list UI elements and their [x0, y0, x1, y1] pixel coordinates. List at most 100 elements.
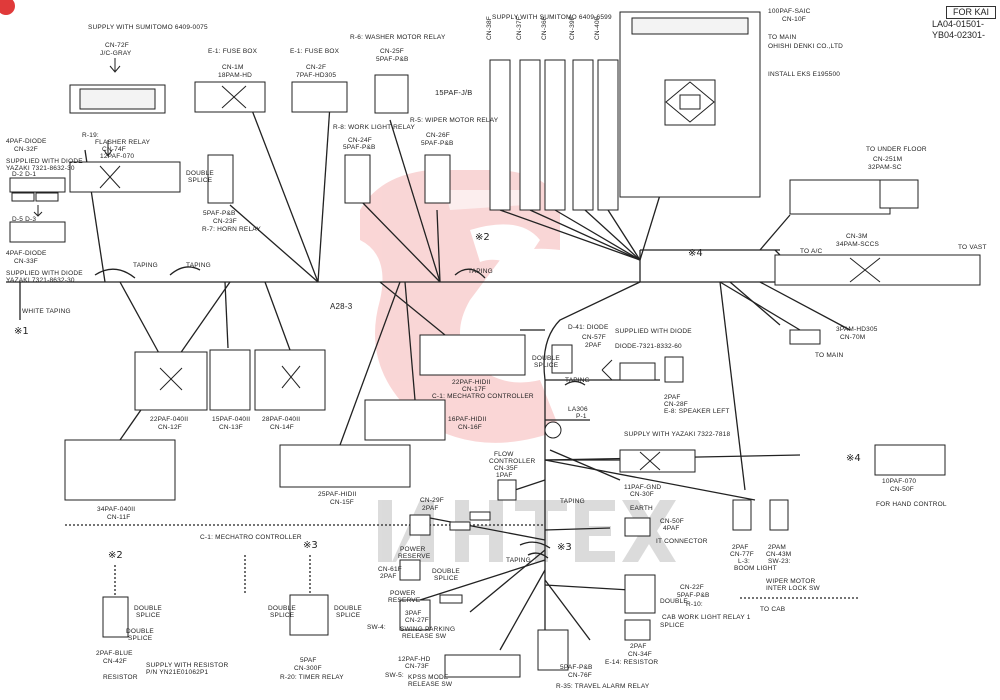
- cn2f-type: 7PAF-HD305: [296, 72, 337, 79]
- r20-timer-relay: R-20: TIMER RELAY: [280, 674, 344, 681]
- speaker-type: 2PAF: [664, 394, 681, 401]
- serial-line-2: YB04-02301-: [931, 30, 986, 40]
- cn34f-type: 2PAF: [630, 643, 647, 650]
- cn22f-id: CN-22F: [680, 584, 704, 591]
- marker-4-right: ※4: [846, 453, 861, 464]
- cn300f-id: CN-300F: [294, 665, 322, 672]
- cn29f-type: 2PAF: [422, 505, 439, 512]
- cn10f-type: 100PAF-SAIC: [768, 8, 811, 15]
- cn26f-id: CN-26F: [426, 132, 450, 139]
- cn57f-id: CN-57F: [582, 334, 606, 341]
- kpss-mode-label: KPSS MODE: [408, 674, 449, 681]
- cn72f-name: J/C-GRAY: [100, 50, 132, 57]
- l3-label: L-3:: [738, 558, 751, 565]
- cn38f-id: CN-38F: [486, 16, 493, 40]
- swing-parking-label: SWING PARKING: [400, 626, 456, 633]
- taping-label-2: TAPING: [186, 262, 211, 269]
- cn50f-hand-id: CN-50F: [890, 486, 914, 493]
- cn33f-name: 4PAF-DIODE: [6, 250, 47, 257]
- taping-label-3: TAPING: [565, 377, 590, 384]
- p1-label: P-1: [576, 413, 587, 420]
- supply-yazaki-label: SUPPLY WITH YAZAKI 7322-7818: [624, 431, 731, 438]
- cn30f-id: CN-30F: [630, 491, 654, 498]
- double-splice-1: DOUBLE: [186, 170, 214, 177]
- cn39f-id: CN-39F: [569, 16, 576, 40]
- cn33f-id: CN-33F: [14, 258, 38, 265]
- wiper-interlock-1: WIPER MOTOR: [766, 578, 816, 585]
- r19-label: R-19:: [82, 132, 99, 139]
- cn14f-type: 28PAF-040II: [262, 416, 301, 423]
- cn15f-type: 25PAF-HIDII: [318, 491, 357, 498]
- to-vast-label: TO VAST: [958, 244, 987, 251]
- double-splice-5: DOUBLE: [134, 605, 162, 612]
- trunk-label: A28-3: [330, 302, 353, 311]
- d5-d3-label: D-5 D-3: [12, 216, 37, 223]
- cn77f-id: CN-77F: [730, 551, 754, 558]
- serial-line-1: LA04-01501-: [931, 19, 985, 29]
- flow-controller-2: CONTROLLER: [489, 458, 536, 465]
- cn17f-id: CN-17F: [462, 386, 486, 393]
- cn40f-id: CN-40F: [594, 16, 601, 40]
- cn25f-type: 5PAF-P&B: [376, 56, 409, 63]
- supplied-diode-label: SUPPLIED WITH DIODE: [615, 328, 692, 335]
- power-reserve-2: RESERVE: [398, 553, 431, 560]
- cn17f-type: 22PAF-HIDII: [452, 379, 491, 386]
- cn76f-type: 5PAF-P&B: [560, 664, 593, 671]
- cn27f-type: 3PAF: [405, 610, 422, 617]
- cn43m-type: 2PAM: [768, 544, 787, 551]
- to-main-label-1: TO MAIN: [768, 34, 797, 41]
- cn24f-type: 5PAF-P&B: [343, 144, 376, 151]
- r8-work-label: R-8: WORK LIGHT RELAY: [333, 124, 415, 131]
- e1-fusebox-label-2: E-1: FUSE BOX: [290, 48, 340, 55]
- cn42f-type: 2PAF-BLUE: [96, 650, 133, 657]
- cn34f-id: CN-34F: [628, 651, 652, 658]
- under-floor-label: TO UNDER FLOOR: [866, 146, 927, 153]
- double-splice-6b: SPLICE: [128, 635, 153, 642]
- cn23f-type: 5PAF-P&B: [203, 210, 236, 217]
- white-taping-label: WHITE TAPING: [22, 308, 71, 315]
- double-splice-4b: SPLICE: [660, 622, 685, 629]
- supply-resistor-1: SUPPLY WITH RESISTOR: [146, 662, 229, 669]
- double-splice-2b: SPLICE: [534, 362, 559, 369]
- to-main-label-2: TO MAIN: [815, 352, 844, 359]
- double-splice-4: DOUBLE: [660, 598, 688, 605]
- cn13f-type: 15PAF-040II: [212, 416, 251, 423]
- earth-label: EARTH: [630, 505, 653, 512]
- cn61f-type: 2PAF: [380, 573, 397, 580]
- double-splice-3b: SPLICE: [434, 575, 459, 582]
- sw5-label: SW-5:: [385, 672, 404, 679]
- cn70m-type: 3PAM-HD305: [836, 326, 878, 333]
- r10-label: R-10:: [686, 601, 703, 608]
- release-sw-label-2: RELEASE SW: [408, 681, 453, 688]
- cn26f-type: 5PAF-P&B: [421, 140, 454, 147]
- taping-label-6: TAPING: [468, 268, 493, 275]
- it-connector-label: IT CONNECTOR: [656, 538, 708, 545]
- cn22f-type: 5PAF-P&B: [677, 592, 710, 599]
- cn50f-it-id: CN-50F: [660, 518, 684, 525]
- cab-work-light-label: CAB WORK LIGHT RELAY 1: [662, 614, 751, 621]
- mechatro-controller-2: C-1: MECHATRO CONTROLLER: [200, 534, 302, 541]
- cn61f-id: CN-61F: [378, 566, 402, 573]
- double-splice-6: DOUBLE: [126, 628, 154, 635]
- marker-3-center: ※3: [557, 542, 572, 553]
- cn37f-id: CN-37F: [516, 16, 523, 40]
- cn2f-id: CN-2F: [306, 64, 327, 71]
- cn3m-type: 34PAM-SCCS: [836, 241, 880, 248]
- cn35f-type: 1PAF: [496, 472, 513, 479]
- cn36f-id: CN-36F: [541, 16, 548, 40]
- d41-label: D-41: DIODE: [568, 324, 609, 331]
- cn11f-type: 34PAF-040II: [97, 506, 136, 513]
- double-splice-1b: SPLICE: [188, 177, 213, 184]
- power-reserve-3: POWER: [390, 590, 416, 597]
- direction-arrows: [33, 58, 613, 381]
- cn32f-supply1: SUPPLIED WITH DIODE: [6, 158, 83, 165]
- supply-resistor-2: P/N YN21E01062P1: [146, 669, 209, 676]
- double-splice-2: DOUBLE: [532, 355, 560, 362]
- cn3m-id: CN-3M: [846, 233, 868, 240]
- cn72f-supply: SUPPLY WITH SUMITOMO 6409-0075: [88, 24, 208, 31]
- cn28f-id: CN-28F: [664, 401, 688, 408]
- corner-badge-icon: [0, 0, 15, 15]
- marker-1: ※1: [14, 326, 29, 337]
- double-splice-3: DOUBLE: [432, 568, 460, 575]
